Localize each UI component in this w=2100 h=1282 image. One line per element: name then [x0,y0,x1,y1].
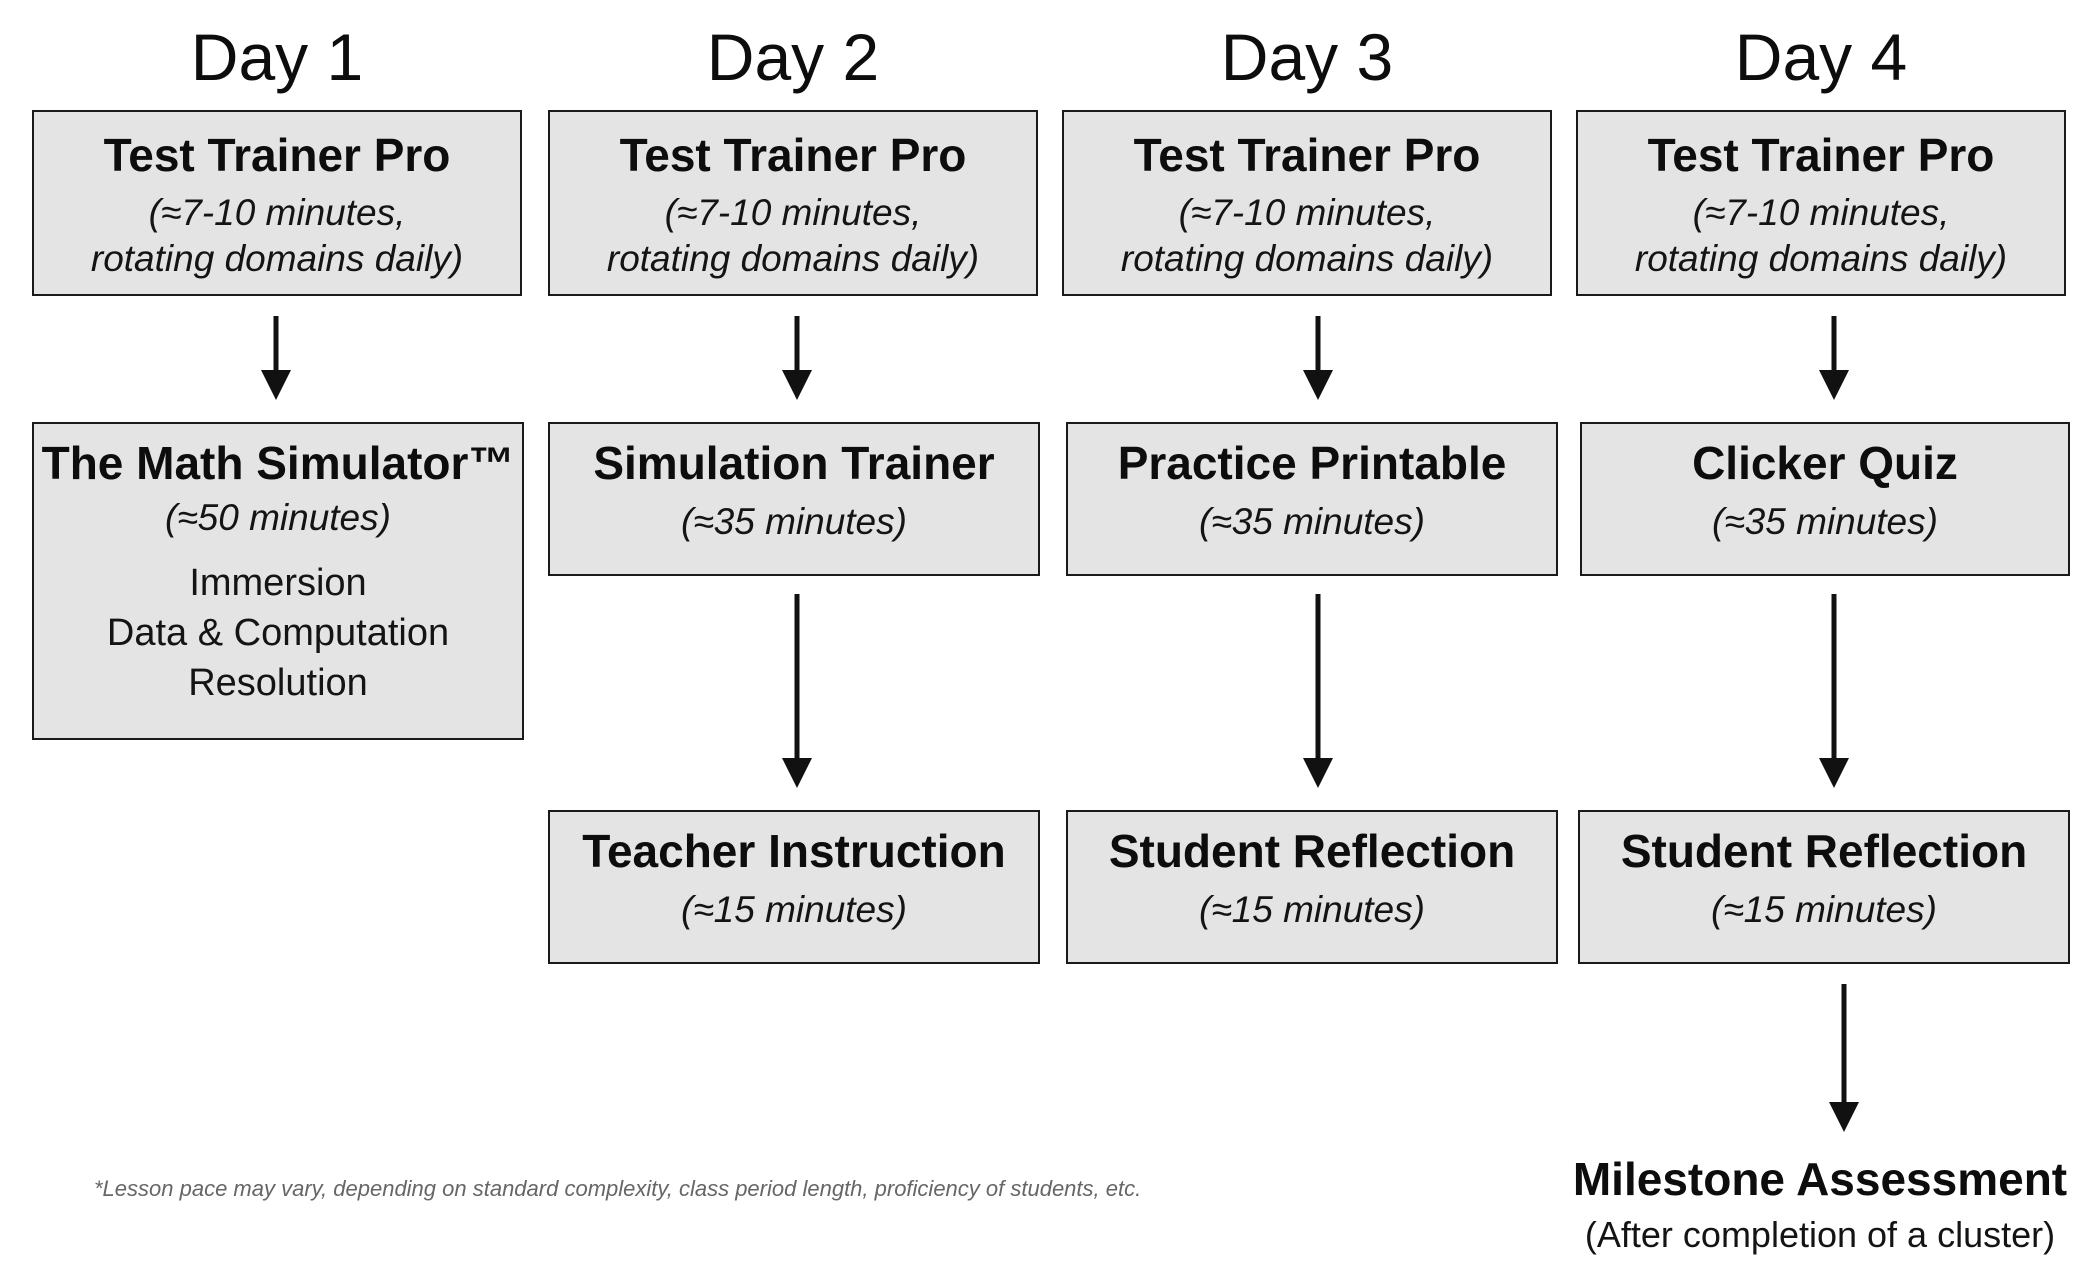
box-subtitle: rotating domains daily) [606,238,980,279]
day-3-student-reflection-box: Student Reflection (≈15 minutes) [1066,810,1558,964]
day-2-teacher-instruction-box: Teacher Instruction (≈15 minutes) [548,810,1040,964]
day-2-test-trainer-box: Test Trainer Pro (≈7-10 minutes, rotatin… [548,110,1038,296]
day-4-student-reflection-box: Student Reflection (≈15 minutes) [1578,810,2070,964]
day-3-heading: Day 3 [1220,20,1394,94]
box-title: Student Reflection [1620,825,2028,877]
day-1-test-trainer-box: Test Trainer Pro (≈7-10 minutes, rotatin… [32,110,522,296]
box-title: Student Reflection [1108,825,1516,877]
milestone-assessment-title: Milestone Assessment [1572,1153,2068,1205]
box-subtitle: (≈15 minutes) [681,889,907,930]
day-4-heading: Day 4 [1734,20,1908,94]
milestone-assessment-subtitle: (After completion of a cluster) [1584,1214,2056,1255]
box-subtitle: (≈35 minutes) [681,501,907,542]
day-2-simulation-trainer-box: Simulation Trainer (≈35 minutes) [548,422,1040,576]
day-4-clicker-quiz-box: Clicker Quiz (≈35 minutes) [1580,422,2070,576]
lesson-pace-footnote: *Lesson pace may vary, depending on stan… [94,1176,1142,1201]
box-subtitle: (≈35 minutes) [1712,501,1938,542]
simulator-phase-item: Resolution [188,662,368,704]
box-subtitle: rotating domains daily) [90,238,464,279]
box-subtitle: (≈35 minutes) [1199,501,1425,542]
box-title: Test Trainer Pro [1133,129,1481,181]
simulator-phase-item: Immersion [189,562,367,604]
box-subtitle: (≈50 minutes) [165,497,391,538]
box-title: Teacher Instruction [582,825,1006,877]
box-subtitle: (≈7-10 minutes, [148,192,406,233]
simulator-phase-item: Data & Computation [106,612,450,654]
day-1-heading: Day 1 [190,20,364,94]
box-subtitle: rotating domains daily) [1634,238,2008,279]
box-subtitle: (≈7-10 minutes, [1178,192,1436,233]
box-subtitle: (≈7-10 minutes, [1692,192,1950,233]
box-subtitle: (≈15 minutes) [1199,889,1425,930]
box-title: Clicker Quiz [1692,437,1958,489]
box-title: Test Trainer Pro [619,129,967,181]
day-4-test-trainer-box: Test Trainer Pro (≈7-10 minutes, rotatin… [1576,110,2066,296]
day-3-test-trainer-box: Test Trainer Pro (≈7-10 minutes, rotatin… [1062,110,1552,296]
day-2-heading: Day 2 [706,20,880,94]
box-subtitle: rotating domains daily) [1120,238,1494,279]
day-3-practice-printable-box: Practice Printable (≈35 minutes) [1066,422,1558,576]
box-title: Test Trainer Pro [1647,129,1995,181]
box-title: Test Trainer Pro [103,129,451,181]
box-title: The Math Simulator™ [41,437,515,489]
box-subtitle: (≈7-10 minutes, [664,192,922,233]
box-title: Practice Printable [1117,437,1507,489]
day-1-math-simulator-box: The Math Simulator™ (≈50 minutes) Immers… [32,422,524,740]
box-title: Simulation Trainer [593,437,995,489]
box-subtitle: (≈15 minutes) [1711,889,1937,930]
